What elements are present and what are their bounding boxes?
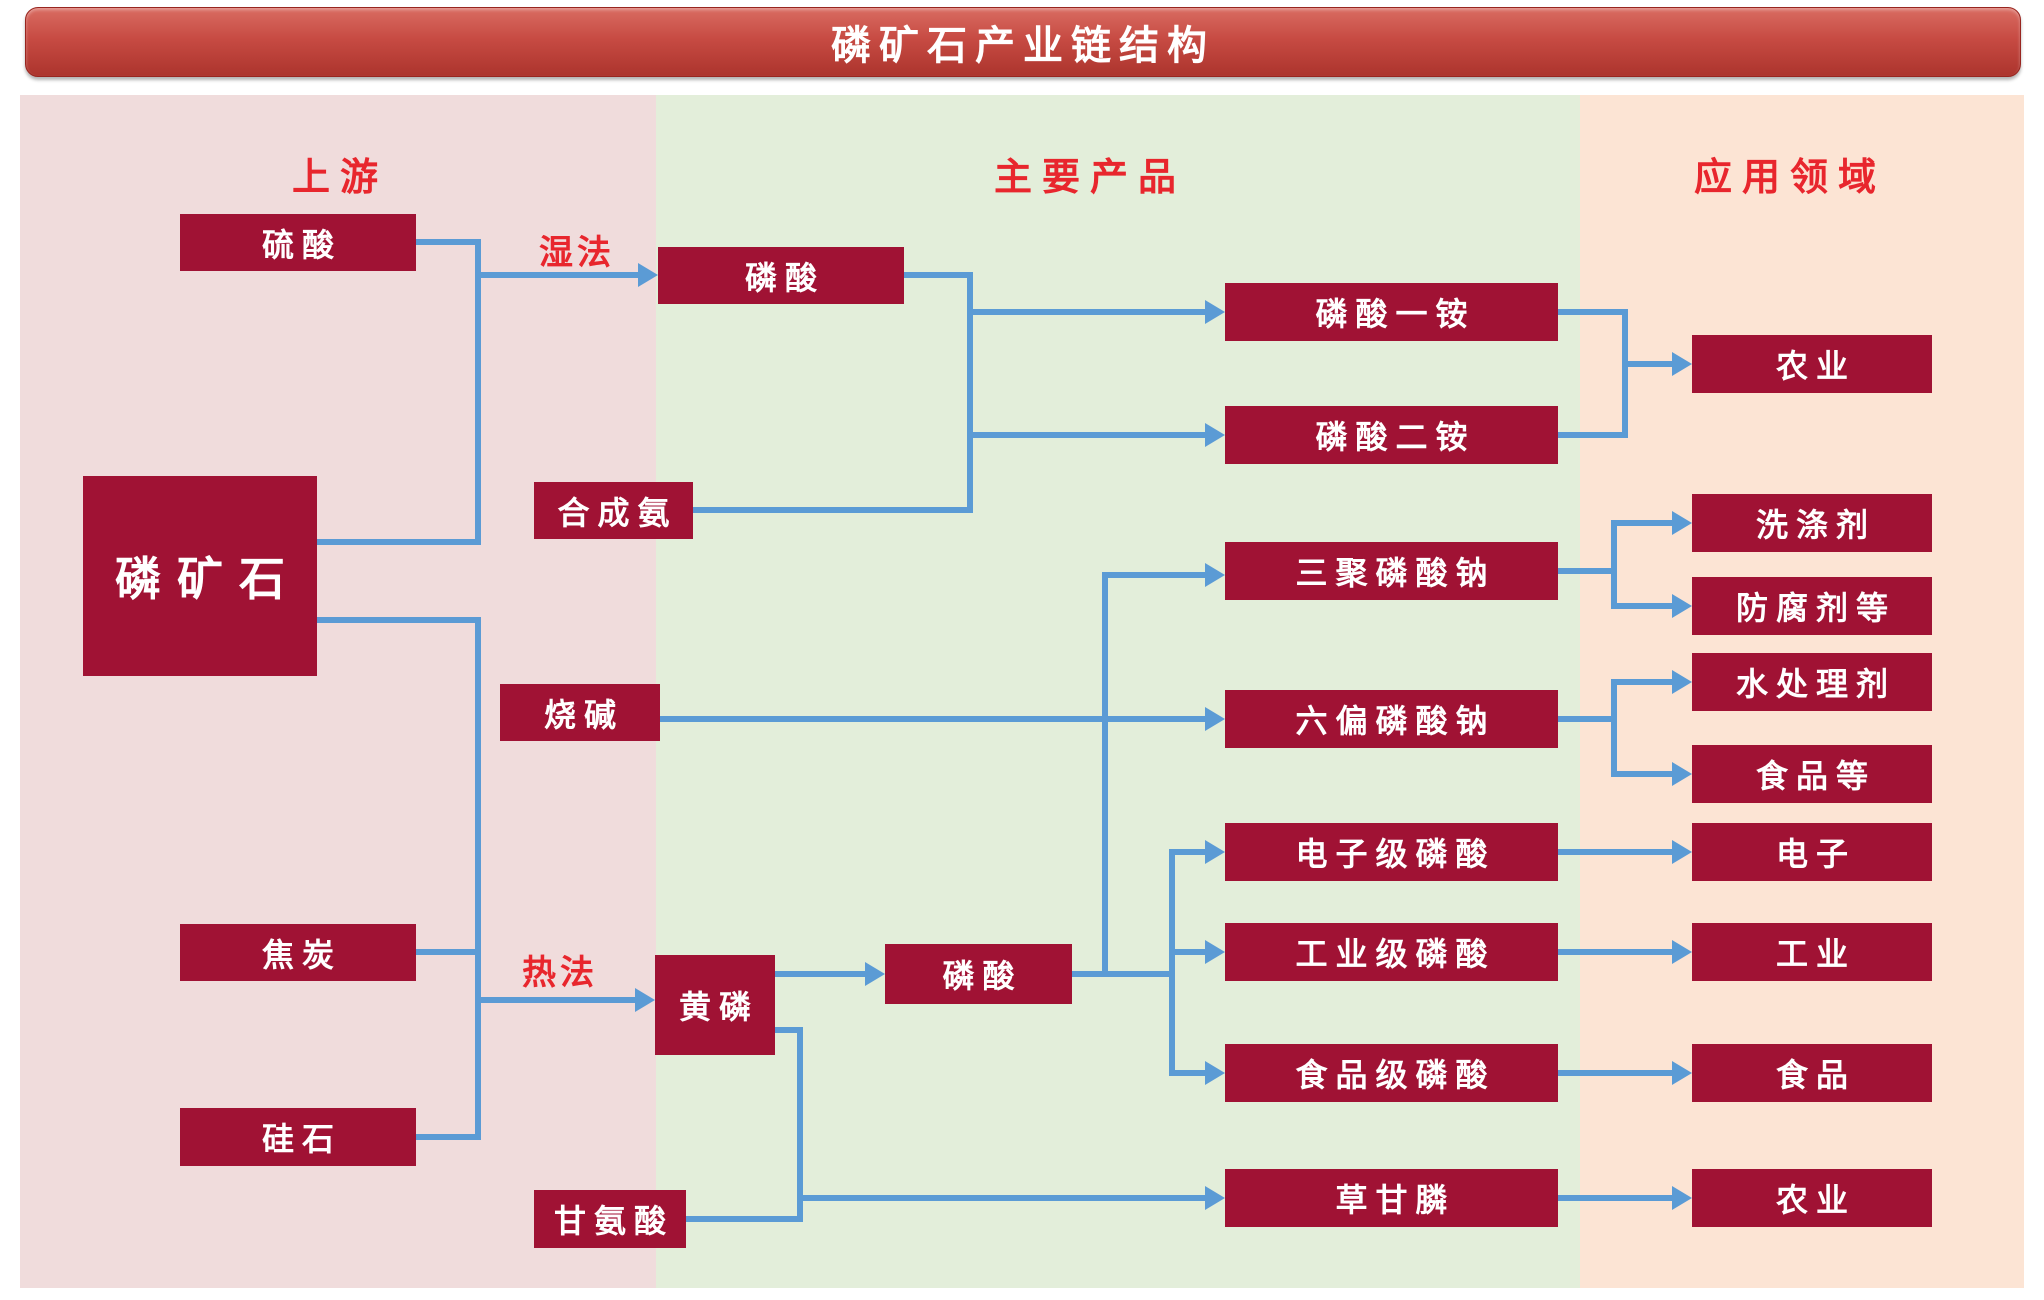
connector-line: [1169, 849, 1175, 1073]
diagram-title: 磷矿石产业链结构: [831, 23, 1215, 68]
connector-line: [775, 1027, 803, 1033]
node-agriculture-top: 农业: [1692, 335, 1932, 393]
connector-line: [475, 239, 481, 545]
header-application-fields: 应用领域: [1693, 156, 1886, 199]
node-phosphate-rock: 磷矿石: [83, 476, 317, 676]
node-sulfuric-acid: 硫酸: [180, 214, 416, 271]
node-detergent: 洗涤剂: [1692, 494, 1932, 552]
connector-line: [1611, 603, 1672, 609]
connector-line: [416, 239, 478, 245]
connector-line: [775, 971, 865, 977]
connector-line: [797, 1195, 1205, 1201]
connector-line: [693, 507, 970, 513]
node-diammonium-phosphate: 磷酸二铵: [1225, 406, 1558, 464]
node-monoammonium-phosphate: 磷酸一铵: [1225, 283, 1558, 341]
node-yellow-phosphorus: 黄磷: [655, 955, 775, 1055]
connector-line: [797, 1027, 803, 1222]
node-electronic-grade-phosphoric-acid: 电子级磷酸: [1225, 823, 1558, 881]
connector-line: [1558, 432, 1628, 438]
arrowhead: [1672, 352, 1692, 376]
connector-line: [416, 1134, 481, 1140]
node-industrial-grade-phosphoric-acid: 工业级磷酸: [1225, 923, 1558, 981]
arrowhead: [1672, 762, 1692, 786]
node-coke: 焦炭: [180, 924, 416, 981]
arrowhead: [1205, 563, 1225, 587]
connector-line: [1558, 309, 1628, 315]
arrowhead: [1672, 670, 1692, 694]
connector-line: [660, 716, 1205, 722]
node-preservatives-etc: 防腐剂等: [1692, 577, 1932, 635]
node-sodium-tripolyphosphate: 三聚磷酸钠: [1225, 542, 1558, 600]
connector-line: [317, 539, 481, 545]
connector-line: [1169, 849, 1205, 855]
connector-line: [1102, 572, 1205, 578]
node-electronics: 电子: [1692, 823, 1932, 881]
node-glycine: 甘氨酸: [534, 1190, 686, 1248]
node-food-etc: 食品等: [1692, 745, 1932, 803]
arrowhead: [1672, 594, 1692, 618]
label-thermal-process: 热法: [522, 954, 598, 992]
connector-line: [1169, 1070, 1205, 1076]
connector-line: [1558, 568, 1617, 574]
connector-line: [1611, 520, 1617, 609]
connector-line: [317, 617, 481, 623]
arrowhead: [1672, 840, 1692, 864]
arrowhead: [1205, 1061, 1225, 1085]
connector-line: [904, 272, 973, 278]
node-food-grade-phosphoric-acid: 食品级磷酸: [1225, 1044, 1558, 1102]
arrowhead: [1205, 940, 1225, 964]
node-silica: 硅石: [180, 1108, 416, 1166]
arrowhead: [1672, 1186, 1692, 1210]
connector-line: [1169, 949, 1205, 955]
connector-line: [1558, 716, 1617, 722]
arrowhead: [635, 988, 655, 1012]
connector-line: [1611, 520, 1672, 526]
connector-line: [416, 949, 478, 955]
connector-line: [475, 997, 635, 1003]
node-sodium-hexametaphosphate: 六偏磷酸钠: [1225, 690, 1558, 748]
node-phosphoric-acid-thermal: 磷酸: [885, 944, 1072, 1004]
connector-line: [1102, 572, 1108, 974]
connector-line: [686, 1216, 800, 1222]
node-industry: 工业: [1692, 923, 1932, 981]
arrowhead: [1205, 840, 1225, 864]
node-food: 食品: [1692, 1044, 1932, 1102]
arrowhead: [638, 263, 658, 287]
arrowhead: [1205, 1186, 1225, 1210]
connector-line: [1611, 771, 1672, 777]
diagram-title-banner: 磷矿石产业链结构: [25, 7, 2021, 77]
header-upstream: 上游: [291, 156, 388, 199]
connector-line: [1611, 679, 1672, 685]
arrowhead: [1672, 1061, 1692, 1085]
connector-line: [1622, 309, 1628, 438]
arrowhead: [1205, 707, 1225, 731]
arrowhead: [865, 962, 885, 986]
connector-line: [967, 272, 973, 513]
arrowhead: [1672, 511, 1692, 535]
node-synthetic-ammonia: 合成氨: [534, 482, 693, 539]
arrowhead: [1672, 940, 1692, 964]
connector-line: [1558, 1195, 1672, 1201]
connector-line: [1072, 971, 1175, 977]
connector-line: [1622, 361, 1672, 367]
arrowhead: [1205, 423, 1225, 447]
node-phosphoric-acid-wet: 磷酸: [658, 247, 904, 304]
connector-line: [967, 309, 1205, 315]
connector-line: [967, 432, 1205, 438]
node-agriculture-bottom: 农业: [1692, 1169, 1932, 1227]
connector-line: [475, 617, 481, 1140]
connector-line: [1558, 949, 1672, 955]
connector-line: [475, 272, 638, 278]
connector-line: [1611, 679, 1617, 777]
connector-line: [1558, 1070, 1672, 1076]
node-caustic-soda: 烧碱: [500, 684, 660, 741]
header-main-products: 主要产品: [993, 156, 1186, 199]
arrowhead: [1205, 300, 1225, 324]
label-wet-process: 湿法: [539, 234, 615, 272]
connector-line: [1558, 849, 1672, 855]
node-water-treatment-agent: 水处理剂: [1692, 653, 1932, 711]
node-glyphosate: 草甘膦: [1225, 1169, 1558, 1227]
